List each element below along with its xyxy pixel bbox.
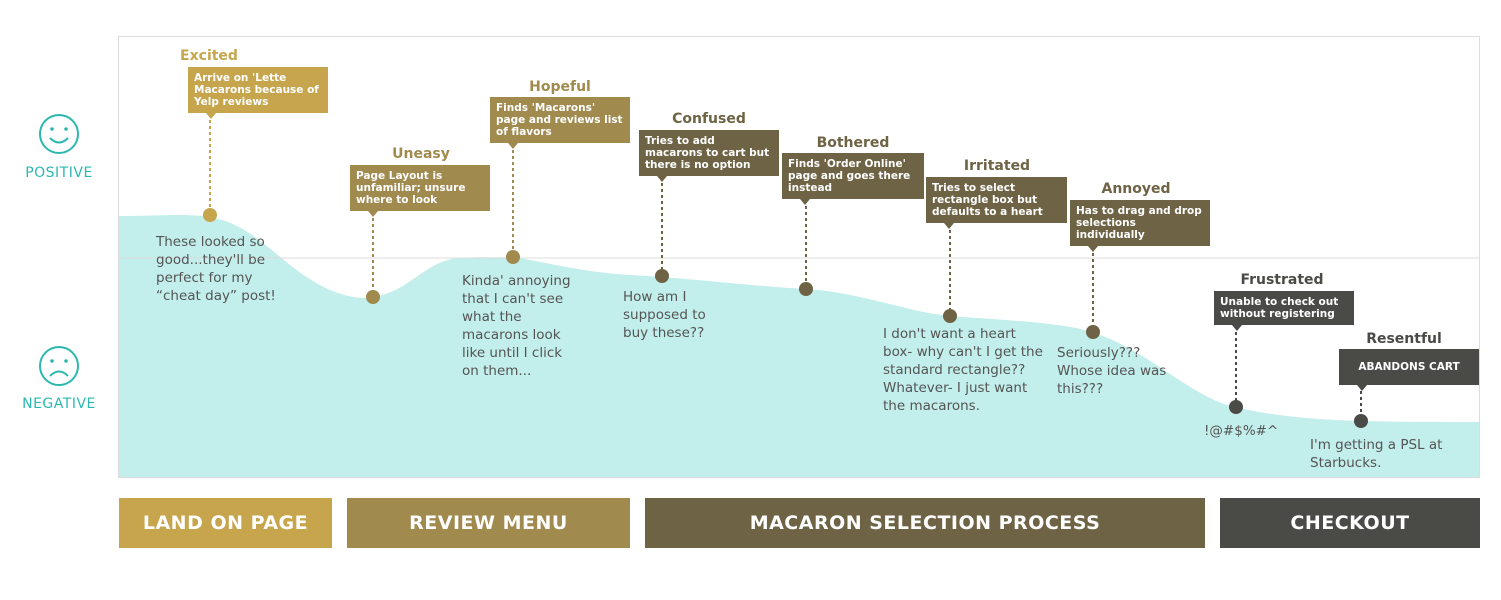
emotion-resentful: Resentful: [1366, 331, 1442, 347]
happy-face-icon: [39, 114, 79, 154]
dot-excited: [203, 208, 217, 222]
emotion-area: [119, 215, 1479, 477]
dot-resentful: [1354, 414, 1368, 428]
quote-excited: These looked so good...they'll be perfec…: [156, 234, 276, 304]
phase-macaron-selection: MACARON SELECTION PROCESS: [645, 498, 1205, 548]
note-excited: Arrive on 'Lette Macarons because of Yel…: [188, 67, 328, 119]
emotion-irritated: Irritated: [963, 158, 1031, 174]
emotion-bothered: Bothered: [816, 135, 890, 151]
emotion-hopeful: Hopeful: [529, 79, 591, 95]
positive-label: POSITIVE: [25, 165, 93, 181]
note-irritated: Tries to select rectangle box but defaul…: [926, 177, 1067, 229]
dot-irritated: [943, 309, 957, 323]
dot-confused: [655, 269, 669, 283]
note-frustrated: Unable to check out without registering: [1214, 291, 1354, 331]
quote-frustrated: !@#$%#^: [1204, 423, 1279, 439]
emotion-excited: Excited: [180, 48, 238, 64]
note-resentful: ABANDONS CART: [1339, 349, 1479, 391]
dot-uneasy: [366, 290, 380, 304]
dot-hopeful: [506, 250, 520, 264]
dot-bothered: [799, 282, 813, 296]
note-annoyed: Has to drag and drop selections individu…: [1070, 200, 1210, 252]
note-confused: Tries to add macarons to cart but there …: [639, 130, 779, 182]
phase-checkout: CHECKOUT: [1220, 498, 1480, 548]
phase-review-menu: REVIEW MENU: [347, 498, 630, 548]
quote-irritated: I don't want a heart box- why can't I ge…: [883, 326, 1043, 414]
emotion-frustrated: Frustrated: [1240, 272, 1324, 288]
phase-land-on-page: LAND ON PAGE: [119, 498, 332, 548]
dot-annoyed: [1086, 325, 1100, 339]
sad-face-icon: [39, 346, 79, 386]
note-bothered: Finds 'Order Online' page and goes there…: [782, 153, 924, 205]
dot-frustrated: [1229, 400, 1243, 414]
quote-annoyed: Seriously??? Whose idea was this???: [1057, 345, 1167, 397]
emotion-uneasy: Uneasy: [392, 146, 450, 162]
quote-hopeful: Kinda' annoying that I can't see what th…: [462, 273, 571, 379]
chart-frame: [118, 36, 1480, 478]
quote-confused: How am I supposed to buy these??: [623, 289, 706, 341]
negative-label: NEGATIVE: [22, 396, 96, 412]
emotion-annoyed: Annoyed: [1101, 181, 1171, 197]
note-hopeful: Finds 'Macarons' page and reviews list o…: [490, 97, 630, 149]
emotion-confused: Confused: [672, 111, 746, 127]
quote-resentful: I'm getting a PSL at Starbucks.: [1310, 437, 1443, 471]
note-uneasy: Page Layout is unfamiliar; unsure where …: [350, 165, 490, 217]
